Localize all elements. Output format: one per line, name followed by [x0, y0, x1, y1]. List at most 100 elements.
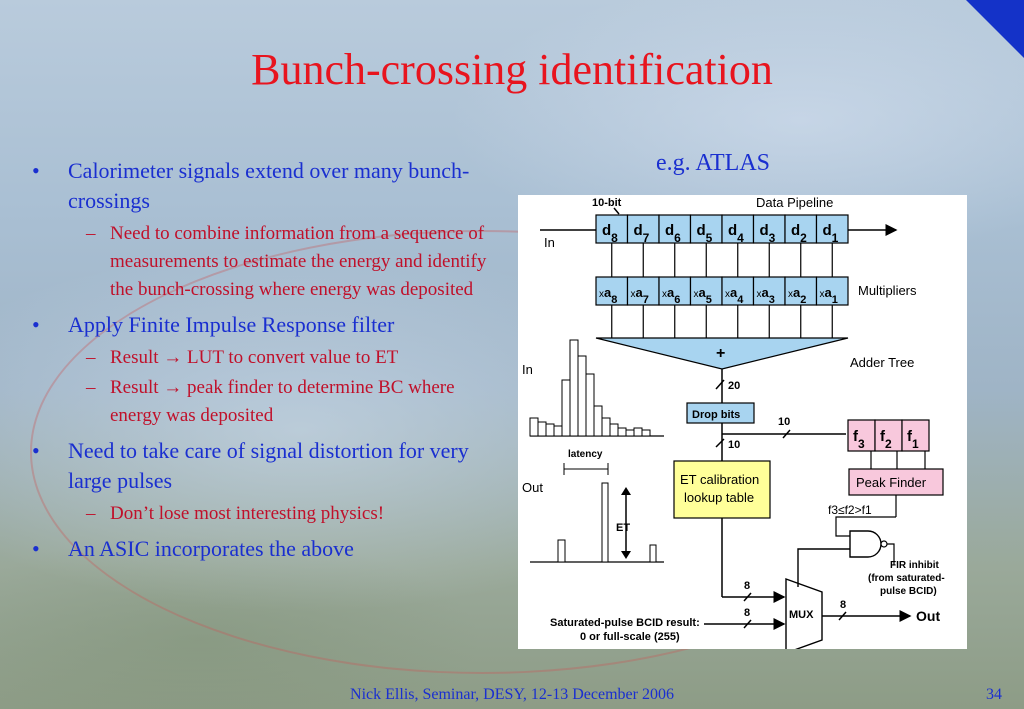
out-label: Out: [916, 608, 940, 624]
bullet-symbol: •: [32, 158, 40, 183]
bits-20-label: 20: [728, 380, 740, 392]
sub-bullet-item: –Result → LUT to convert value to ET: [32, 344, 502, 372]
multiplier-cell: [595, 276, 629, 306]
bullet-symbol: •: [32, 536, 40, 561]
footer: Nick Ellis, Seminar, DESY, 12-13 Decembe…: [350, 686, 674, 703]
bullet-item: •Calorimeter signals extend over many bu…: [32, 156, 502, 216]
wave-in-bar: [633, 427, 643, 437]
multiplier-cell-label: xa2: [788, 285, 806, 306]
et-arrow-head-up: [621, 487, 631, 495]
pipeline-cell: [626, 214, 660, 244]
page-number: 34: [986, 686, 1002, 703]
multiplier-cell: [784, 276, 818, 306]
mux-label: MUX: [789, 609, 814, 621]
sub-bullet-item: –Result → peak finder to determine BC wh…: [32, 374, 502, 430]
multiplier-cell-label: xa5: [694, 285, 712, 306]
et-label: ET: [616, 522, 630, 534]
bullet-item: • Need to take care of signal distortion …: [32, 436, 502, 496]
slide-title: Bunch-crossing identification: [251, 45, 773, 94]
wave-in-bar: [617, 427, 627, 437]
sub-bullet-item: –Don’t lose most interesting physics!: [32, 500, 502, 528]
peak-register-label: f2: [880, 428, 892, 451]
pipeline-cell-label: d5: [697, 222, 713, 245]
multiplier-to-adder-lines: [611, 305, 833, 338]
peak-finder-label: Peak Finder: [856, 475, 927, 490]
wave-in-bar: [593, 405, 603, 437]
bullet-text: Apply Finite Impulse Response filter: [68, 312, 395, 337]
sub-bullet-item: –Need to combine information from a sequ…: [32, 220, 502, 304]
bullet-item: • An ASIC incorporates the above: [32, 534, 502, 564]
sub-bullet-text: Don’t lose most interesting physics!: [110, 503, 385, 524]
peak-register-label: f3: [853, 428, 865, 451]
pipeline-cell-label: d7: [634, 222, 650, 245]
multiplier-cell-label: xa3: [757, 285, 775, 306]
peak-finder-registers: f3 f2 f1: [847, 419, 930, 452]
bullet-symbol: •: [32, 312, 40, 337]
pipeline-cell-label: d2: [791, 222, 807, 245]
bits-8a-tick: [743, 592, 752, 602]
pipeline-cell-label: d1: [823, 222, 839, 245]
bits-8c-label: 8: [744, 607, 750, 619]
fir-inhibit-2: (from saturated-: [868, 573, 945, 584]
peak-register-label: f1: [907, 428, 919, 451]
example-label: e.g. ATLAS: [656, 150, 770, 176]
dash-symbol: –: [86, 377, 96, 398]
peak-register-cell: [874, 419, 903, 452]
saturated-line2: 0 or full-scale (255): [580, 631, 680, 643]
saturated-line1: Saturated-pulse BCID result:: [550, 617, 700, 629]
pf-to-gate-wire: [835, 516, 896, 537]
multiplier-cell: [626, 276, 660, 306]
lut-line2: lookup table: [684, 490, 754, 505]
et-arrow-head-down: [621, 551, 631, 559]
drop-bits-box: [686, 402, 755, 424]
pipeline-to-multiplier-lines: [611, 243, 833, 277]
sub-bullet-text: Result → LUT to convert value to ET: [110, 347, 399, 368]
bits-10a-tick: [782, 429, 791, 439]
wave-out-bar-peak: [601, 482, 609, 563]
bits-8c-tick: [743, 619, 752, 629]
bits-20-tick: [715, 379, 725, 390]
wave-in-bar: [545, 423, 555, 437]
multiplier-cell-label: xa4: [725, 285, 744, 306]
bullet-text: An ASIC incorporates the above: [68, 536, 354, 561]
latency-label: latency: [568, 449, 603, 460]
drop-bits-label: Drop bits: [692, 409, 740, 421]
multiplier-cell: [815, 276, 849, 306]
adder-label: Adder Tree: [850, 355, 914, 370]
wave-out-label: Out: [522, 480, 543, 495]
sub-bullet-text: Need to combine information from a seque…: [110, 223, 487, 300]
mux-shape: [785, 578, 823, 654]
bullet-symbol: •: [32, 438, 40, 463]
peak-register-cell: [901, 419, 930, 452]
bit-label: 10-bit: [592, 197, 622, 209]
bits-10a-label: 10: [778, 416, 790, 428]
multiplier-cell: [752, 276, 786, 306]
multiplier-cell-label: xa6: [662, 285, 680, 306]
and-gate-inversion: [880, 540, 888, 548]
in-label: In: [544, 235, 555, 250]
wave-in-label: In: [522, 362, 533, 377]
bullet-text: Need to take care of signal distortion f…: [68, 438, 469, 493]
sub-bullet-text: Result → peak finder to determine BC whe…: [110, 377, 455, 426]
dash-symbol: –: [86, 503, 96, 524]
pipeline-cell-label: d3: [760, 222, 776, 245]
wave-in-bar: [577, 355, 587, 437]
multiplier-cell-label: xa8: [599, 285, 617, 306]
bits-8b-tick: [838, 611, 847, 621]
wave-in-bar: [641, 429, 651, 437]
multipliers-label: Multipliers: [858, 283, 917, 298]
peak-register-cell: [847, 419, 876, 452]
bits-8b-label: 8: [840, 599, 846, 611]
lut-line1: ET calibration: [680, 472, 759, 487]
wave-in-bar: [553, 425, 563, 437]
et-lut-box: [673, 460, 771, 519]
wave-in-bars: [529, 339, 651, 437]
bits-10b-tick: [715, 438, 725, 448]
pipeline-cell-label: d4: [728, 222, 744, 245]
wave-in-bar: [537, 421, 547, 437]
pipeline-cell: [721, 214, 755, 244]
wave-in-bar: [625, 429, 635, 437]
